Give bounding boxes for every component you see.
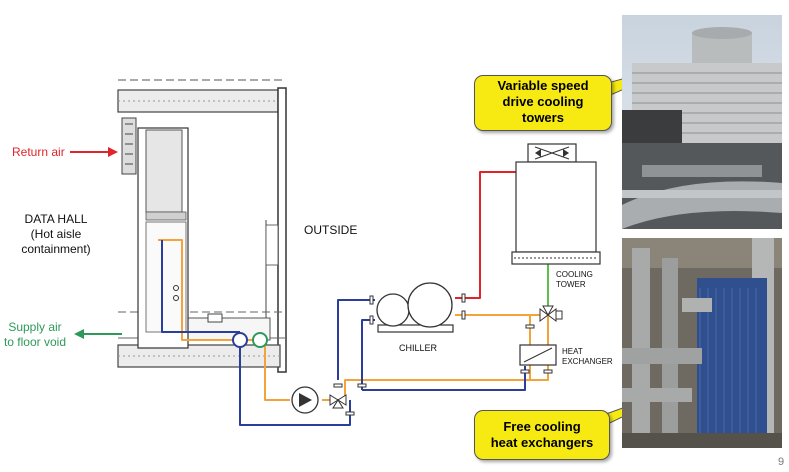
slide-number: 9 xyxy=(778,456,785,468)
supply-air-arrow xyxy=(74,329,122,339)
building-section xyxy=(117,79,287,373)
heat-exchanger-photo xyxy=(622,238,782,448)
heat-exchanger-photo-graphic xyxy=(622,238,782,448)
cooling-towers-callout-line2: drive cooling xyxy=(502,94,584,109)
return-air-arrow xyxy=(70,147,118,157)
heat-exchanger-label-line2: EXCHANGER xyxy=(562,357,613,366)
cooling-tower-photo-graphic xyxy=(622,15,782,229)
three-way-valve-primary xyxy=(329,394,347,409)
three-way-valve-tower xyxy=(539,305,563,322)
data-hall-label-line3: containment) xyxy=(21,242,91,256)
cooling-tower-photo xyxy=(622,15,782,229)
pipe-fittings xyxy=(333,293,553,416)
heat-exchanger xyxy=(519,344,557,366)
pump xyxy=(291,386,319,414)
heat-exchanger-label: HEAT EXCHANGER xyxy=(562,347,613,367)
crah-coil-circles xyxy=(232,332,268,348)
heat-exchangers-callout: Free cooling heat exchangers xyxy=(474,410,610,460)
data-hall-label: DATA HALL (Hot aisle containment) xyxy=(4,212,108,257)
return-air-label: Return air xyxy=(12,145,65,159)
cooling-towers-callout: Variable speed drive cooling towers xyxy=(474,75,612,131)
supply-air-label: Supply air to floor void xyxy=(0,320,70,350)
data-hall-label-line2: (Hot aisle xyxy=(30,227,82,241)
cooling-towers-callout-line1: Variable speed xyxy=(497,78,589,93)
cooling-towers-callout-line3: towers xyxy=(522,110,564,125)
cooling-tower xyxy=(511,143,601,265)
chiller xyxy=(376,282,454,333)
heat-exchangers-callout-line1: Free cooling xyxy=(503,419,581,434)
outside-label: OUTSIDE xyxy=(304,223,358,237)
heat-exchangers-callout-line2: heat exchangers xyxy=(490,435,594,450)
heat-exchanger-label-line1: HEAT xyxy=(562,347,583,356)
supply-air-label-line1: Supply air xyxy=(8,320,62,334)
cooling-tower-label: COOLING TOWER xyxy=(556,270,593,290)
data-hall-label-line1: DATA HALL xyxy=(24,212,88,226)
chiller-label: CHILLER xyxy=(399,343,438,353)
supply-air-label-line2: to floor void xyxy=(3,335,67,349)
cooling-tower-label-line1: COOLING xyxy=(556,270,593,279)
cooling-tower-label-line2: TOWER xyxy=(556,280,586,289)
